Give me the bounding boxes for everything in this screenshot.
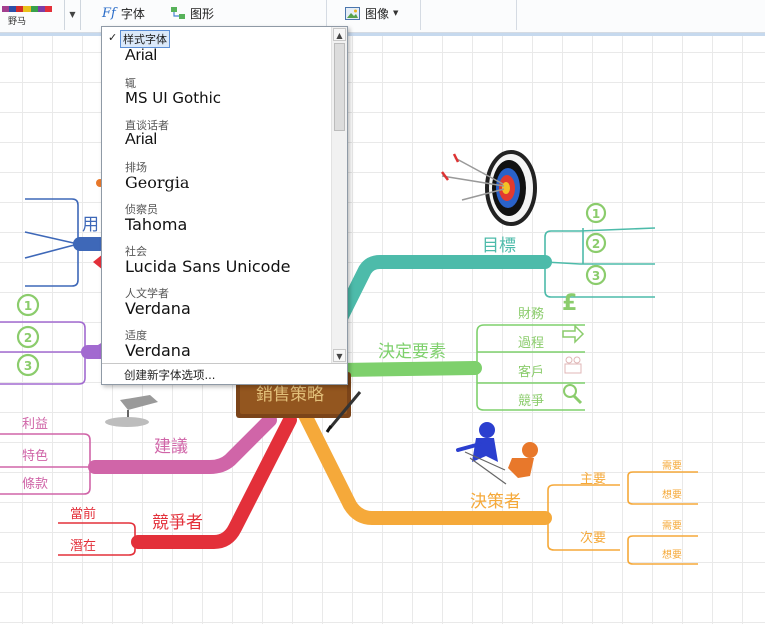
branch-factors[interactable] xyxy=(333,324,585,411)
suggestion-terms[interactable]: 條款 xyxy=(22,477,49,492)
image-button[interactable]: 图像 ▼ xyxy=(345,2,398,24)
create-font-option[interactable]: 创建新字体选项... xyxy=(102,363,347,385)
shape-button-label: 图形 xyxy=(190,6,215,21)
caret-down-icon: ▼ xyxy=(393,9,399,17)
branch-competitors[interactable] xyxy=(58,413,297,556)
suggestion-feature[interactable]: 特色 xyxy=(22,449,49,464)
scroll-thumb[interactable] xyxy=(334,43,345,131)
font-button[interactable]: Ff 字体 xyxy=(102,2,145,24)
branch-decision-makers[interactable] xyxy=(298,408,698,565)
figures-icon xyxy=(456,422,538,485)
image-icon xyxy=(345,6,360,20)
chair-icon xyxy=(105,395,158,427)
font-item[interactable]: 排场 Georgia xyxy=(102,159,332,201)
svg-text:1: 1 xyxy=(24,299,32,313)
svg-text:3: 3 xyxy=(24,359,32,373)
font-name: Arial xyxy=(125,131,158,148)
secondary-want[interactable]: 想要 xyxy=(662,550,682,561)
font-category-label: 适度 xyxy=(125,329,147,342)
font-category-label: 侦察员 xyxy=(125,203,158,216)
mindmap-branches: 1 2 3 1 2 3 xyxy=(0,150,698,565)
badge-2-left: 2 xyxy=(16,325,40,349)
font-category-label: 直谈话者 xyxy=(125,119,169,132)
font-item[interactable]: 社会 Lucida Sans Unicode xyxy=(102,243,332,285)
font-item[interactable]: 人文学者 Verdana xyxy=(102,285,332,327)
style-dropdown-button[interactable]: ▼ xyxy=(64,0,80,30)
svg-text:2: 2 xyxy=(592,237,600,251)
factor-competition[interactable]: 競爭 xyxy=(518,394,545,409)
competitors-label[interactable]: 競爭者 xyxy=(152,513,203,533)
arrow-icon xyxy=(562,324,585,344)
font-name: Arial xyxy=(125,47,158,64)
font-name: MS UI Gothic xyxy=(125,89,222,107)
suggestion-benefit[interactable]: 利益 xyxy=(22,417,49,432)
branch-suggestions[interactable] xyxy=(0,413,277,495)
ribbon-divider xyxy=(0,33,765,36)
red-shape-icon xyxy=(93,254,103,270)
competitor-current[interactable]: 當前 xyxy=(70,507,97,522)
badge-3-right: 3 xyxy=(585,264,607,286)
central-topic-label[interactable]: 銷售策略 xyxy=(256,385,324,405)
font-category-label: 排场 xyxy=(125,161,147,174)
font-name: Tahoma xyxy=(125,215,188,234)
branch-left-top[interactable] xyxy=(24,198,107,287)
font-name: Georgia xyxy=(125,173,190,192)
primary-want[interactable]: 想要 xyxy=(662,490,682,501)
chevron-down-icon: ▼ xyxy=(69,10,76,19)
font-category-label: 样式字体 xyxy=(120,30,170,48)
secondary-need[interactable]: 需要 xyxy=(662,521,682,532)
svg-text:2: 2 xyxy=(24,331,32,345)
factors-label[interactable]: 決定要素 xyxy=(378,342,446,362)
badge-2-right: 2 xyxy=(585,232,607,254)
shape-icon xyxy=(171,7,185,19)
font-item[interactable]: 直谈话者 Arial xyxy=(102,117,332,159)
branch-target[interactable] xyxy=(323,227,656,347)
factor-process[interactable]: 過程 xyxy=(518,336,545,351)
font-category-label: 辄 xyxy=(125,77,136,90)
target-label[interactable]: 目標 xyxy=(482,236,516,256)
font-list-scrollbar[interactable]: ▲ ▼ xyxy=(331,27,347,363)
font-category-label: 社会 xyxy=(125,245,147,258)
font-button-label: 字体 xyxy=(120,6,145,21)
font-item[interactable]: 辄 MS UI Gothic xyxy=(102,75,332,117)
suggestions-label[interactable]: 建議 xyxy=(154,437,188,457)
factor-finance[interactable]: 財務 xyxy=(518,307,545,322)
magnifier-icon xyxy=(563,384,583,405)
badge-1-left: 1 xyxy=(16,293,40,317)
scroll-down-icon[interactable]: ▼ xyxy=(333,349,346,362)
decision-secondary[interactable]: 次要 xyxy=(580,531,607,546)
decision-makers-label[interactable]: 決策者 xyxy=(470,492,521,512)
primary-need[interactable]: 需要 xyxy=(662,461,682,472)
create-font-label: 创建新字体选项... xyxy=(124,368,216,382)
style-label: 野马 xyxy=(8,17,27,27)
color-swatches xyxy=(2,6,52,12)
font-item[interactable]: 侦察员 Tahoma xyxy=(102,201,332,243)
style-gallery[interactable]: 野马 ▼ xyxy=(0,0,81,30)
svg-text:3: 3 xyxy=(592,269,600,283)
font-list[interactable]: ✓ 样式字体 Arial 辄 MS UI Gothic 直谈话者 Arial 排… xyxy=(102,27,332,363)
svg-text:1: 1 xyxy=(592,207,600,221)
scroll-up-icon[interactable]: ▲ xyxy=(333,28,346,41)
factor-customer[interactable]: 客戶 xyxy=(518,365,545,380)
target-icon xyxy=(441,150,537,226)
decision-primary[interactable]: 主要 xyxy=(580,472,607,487)
left-top-label[interactable]: 用 xyxy=(82,215,99,235)
font-item[interactable]: 适度 Verdana xyxy=(102,327,332,363)
font-category-label: 人文学者 xyxy=(125,287,169,300)
badge-3-left: 3 xyxy=(16,353,40,377)
badge-1-right: 1 xyxy=(585,202,607,224)
font-name: Verdana xyxy=(125,299,191,318)
competitor-potential[interactable]: 潛在 xyxy=(70,539,97,554)
pound-icon: £ xyxy=(562,291,578,316)
shape-button[interactable]: 图形 xyxy=(170,2,214,24)
people-icon xyxy=(564,356,582,374)
font-item-style[interactable]: ✓ 样式字体 Arial xyxy=(102,30,332,73)
check-icon: ✓ xyxy=(108,31,118,44)
font-name: Verdana xyxy=(125,341,191,360)
font-icon: Ff xyxy=(102,5,116,21)
font-name: Lucida Sans Unicode xyxy=(125,257,291,276)
font-dropdown[interactable]: ✓ 样式字体 Arial 辄 MS UI Gothic 直谈话者 Arial 排… xyxy=(101,26,348,385)
image-button-label: 图像 xyxy=(365,6,390,21)
